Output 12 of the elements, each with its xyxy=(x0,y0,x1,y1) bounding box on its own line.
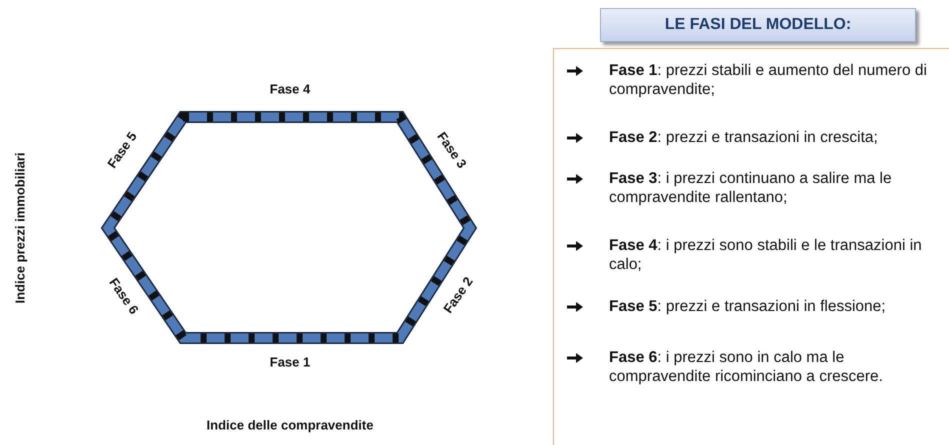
list-item-text: Fase 3: i prezzi continuano a salire ma le compravendite rallentano; xyxy=(609,169,893,207)
list-item-text: Fase 1: prezzi stabili e aumento del numero di compravendite; xyxy=(609,61,928,99)
axis-label: Indice delle compravendite xyxy=(206,418,374,432)
list-item-text: Fase 5: prezzi e transazioni in flessione; xyxy=(609,297,887,316)
list-item-text: Fase 4: i prezzi sono stabili e le transazioni in calo; xyxy=(609,236,923,274)
phase-list-panel xyxy=(553,48,949,445)
heading-banner: LE FASI DEL MODELLO: xyxy=(600,8,916,42)
list-item-text: Fase 2: prezzi e transazioni in crescita; xyxy=(609,128,879,147)
list-item-text: Fase 6: i prezzi sono in calo ma le compravendite ricominciano a crescere. xyxy=(609,348,884,386)
axis-label: Indice prezzi immobiliari xyxy=(12,152,28,304)
phase-label: Fase 4 xyxy=(270,82,310,96)
phase-label: Fase 1 xyxy=(270,354,310,370)
